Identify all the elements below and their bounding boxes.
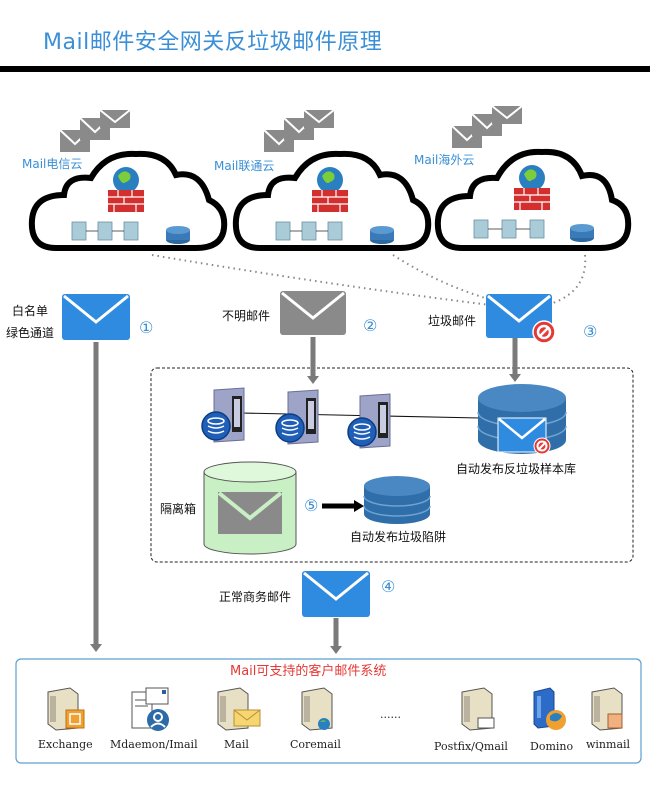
whitelist-arrow-head <box>90 644 102 652</box>
database-icon <box>370 226 394 244</box>
spam-arrow-head <box>509 374 521 382</box>
system-label: Coremail <box>290 738 341 751</box>
step-number-5: ⑤ <box>304 496 319 515</box>
trap-arrow-head <box>354 500 364 512</box>
domino-server-icon <box>533 687 566 730</box>
stacked-mail-icon <box>59 109 131 152</box>
cloud-label: Mail海外云 <box>414 153 475 167</box>
filter-server-icon <box>347 393 391 449</box>
system-winmail: winmail <box>586 686 636 756</box>
cloud-overseas: Mail海外云 <box>414 88 642 258</box>
spam-mail-label: 垃圾邮件 <box>428 314 477 328</box>
quarantine-label: 隔离箱 <box>160 502 197 516</box>
firewall-icon <box>108 190 144 212</box>
step-number-4: ④ <box>381 577 396 596</box>
system-mdaemon: Mdaemon/Imail <box>110 686 200 756</box>
spam-trap-label: 自动发布垃圾陷阱 <box>350 530 447 544</box>
normal-envelope-icon <box>302 571 370 617</box>
system-label: Mail <box>224 738 249 751</box>
database-icon <box>570 224 594 242</box>
quarantine-box-icon <box>203 461 297 555</box>
more-systems-ellipsis: ...... <box>380 708 401 721</box>
cloud-unicom: Mail联通云 <box>214 90 440 260</box>
postfix-server-icon <box>461 687 495 731</box>
cloud-telecom: Mail电信云 <box>22 90 236 260</box>
system-coremail: Coremail <box>290 686 350 756</box>
cloud-label: Mail电信云 <box>22 157 83 171</box>
system-label: Mdaemon/Imail <box>110 738 198 751</box>
unknown-mail-label: 不明邮件 <box>222 309 271 323</box>
dotted-link-unicom <box>392 254 493 301</box>
system-postfix: Postfix/Qmail <box>432 686 520 756</box>
cloud-label: Mail联通云 <box>214 159 275 173</box>
system-mail: Mail <box>214 686 264 756</box>
systems-title: Mail可支持的客户邮件系统 <box>230 664 387 679</box>
spam-sample-db-label: 自动发布反垃圾样本库 <box>456 462 577 476</box>
dotted-link-overseas <box>552 254 587 304</box>
stacked-mail-icon <box>451 105 523 148</box>
step-number-2: ② <box>363 316 378 335</box>
whitelist-envelope-icon <box>62 294 130 340</box>
filter-server-icon <box>201 387 245 443</box>
normal-arrow-head <box>330 646 342 654</box>
server-cluster-icon <box>275 221 343 241</box>
server-cluster-icon <box>71 221 139 241</box>
normal-mail-label: 正常商务邮件 <box>219 590 292 604</box>
cloud-shape <box>434 105 632 251</box>
exchange-server-icon <box>47 687 85 731</box>
coremail-server-icon <box>301 687 333 731</box>
title-divider <box>0 66 650 72</box>
system-label: Exchange <box>38 738 93 751</box>
processing-area-border <box>150 367 634 563</box>
filter-server-icon <box>275 389 319 445</box>
system-label: winmail <box>586 738 631 751</box>
spam-envelope-icon <box>486 294 556 344</box>
unknown-envelope-icon <box>280 291 346 335</box>
system-domino: Domino <box>528 686 574 756</box>
spam-trap-database-icon <box>363 476 431 524</box>
system-label: Postfix/Qmail <box>434 740 508 753</box>
system-exchange: Exchange <box>38 686 94 756</box>
firewall-icon <box>312 190 348 212</box>
spam-sample-database-icon <box>477 384 567 455</box>
filter-server-cluster <box>201 387 391 449</box>
systems-box-border <box>15 658 642 764</box>
firewall-icon <box>514 188 550 210</box>
step-number-1: ① <box>139 318 154 337</box>
database-icon <box>166 226 190 244</box>
cloud-shape <box>232 109 432 251</box>
whitelist-label-line2: 绿色通道 <box>6 326 55 340</box>
server-cluster-icon <box>473 219 545 239</box>
page-title: Mail邮件安全网关反垃圾邮件原理 <box>43 30 383 55</box>
mdaemon-icon <box>131 687 169 731</box>
step-number-3: ③ <box>583 322 598 341</box>
stacked-mail-icon <box>263 109 335 152</box>
system-label: Domino <box>530 740 574 753</box>
whitelist-label-line1: 白名单 <box>12 304 49 318</box>
mail-server-icon <box>217 687 261 731</box>
unknown-arrow-head <box>307 376 319 384</box>
cloud-shape <box>28 109 228 251</box>
winmail-server-icon <box>591 687 623 731</box>
